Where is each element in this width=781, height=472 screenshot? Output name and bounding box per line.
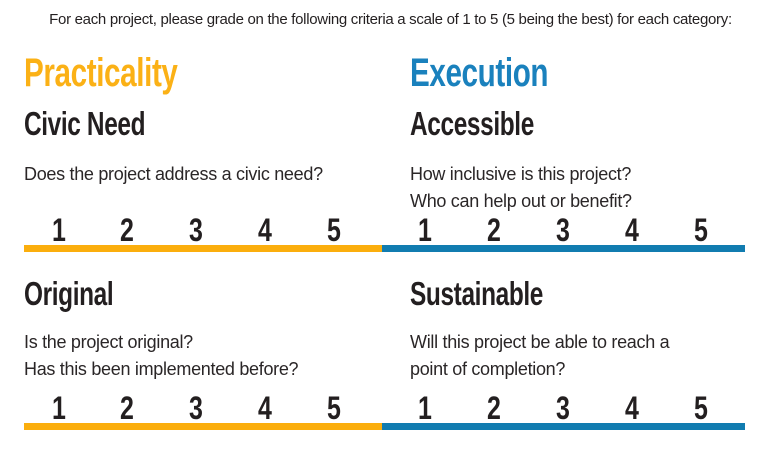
- rating-scale-original: 1 2 3 4 5: [24, 391, 382, 430]
- rating-option-label: 4: [257, 390, 272, 426]
- rating-option-4[interactable]: 4: [597, 390, 666, 426]
- rating-option-4[interactable]: 4: [597, 212, 666, 248]
- rating-option-label: 3: [189, 212, 203, 248]
- group-title-execution: Execution: [382, 52, 745, 94]
- description-line: Does the project address a civic need?: [24, 164, 323, 184]
- rating-option-1[interactable]: 1: [390, 212, 459, 248]
- rating-option-2[interactable]: 2: [93, 390, 162, 426]
- rating-scale-numbers: 1 2 3 4 5: [24, 391, 382, 430]
- group-title-practicality-label: Practicality: [24, 51, 178, 95]
- group-title-practicality: Practicality: [24, 52, 382, 94]
- rating-option-1[interactable]: 1: [390, 390, 459, 426]
- section-description: Is the project original? Has this been i…: [24, 329, 382, 383]
- rating-option-4[interactable]: 4: [230, 390, 299, 426]
- description-line: Is the project original?: [24, 332, 193, 352]
- section-title-label: Sustainable: [410, 275, 544, 312]
- rating-option-label: 3: [555, 390, 570, 426]
- column-execution: Execution Accessible How inclusive is th…: [382, 0, 745, 472]
- section-title-label: Accessible: [410, 105, 534, 142]
- rating-scale-accessible: 1 2 3 4 5: [382, 213, 745, 252]
- section-description: Does the project address a civic need?: [24, 161, 382, 188]
- description-line: Has this been implemented before?: [24, 359, 299, 379]
- group-title-execution-label: Execution: [410, 51, 549, 95]
- description-line: point of completion?: [410, 359, 566, 379]
- rating-option-3[interactable]: 3: [528, 212, 597, 248]
- rating-option-label: 2: [486, 212, 501, 248]
- rating-option-2[interactable]: 2: [459, 390, 528, 426]
- rating-option-2[interactable]: 2: [93, 212, 162, 248]
- description-line: Will this project be able to reach a: [410, 332, 670, 352]
- rating-option-label: 5: [693, 390, 708, 426]
- rating-option-label: 5: [326, 212, 341, 248]
- rating-option-5[interactable]: 5: [299, 212, 368, 248]
- section-title: Civic Need: [24, 107, 382, 141]
- rating-option-label: 2: [486, 390, 501, 426]
- rating-option-label: 3: [555, 212, 570, 248]
- rating-option-label: 2: [120, 212, 135, 248]
- rating-option-3[interactable]: 3: [528, 390, 597, 426]
- rating-option-3[interactable]: 3: [162, 390, 231, 426]
- rating-option-1[interactable]: 1: [24, 390, 93, 426]
- rating-option-label: 4: [624, 212, 639, 248]
- rating-option-label: 5: [693, 212, 708, 248]
- rating-option-label: 1: [417, 390, 432, 426]
- rating-option-5[interactable]: 5: [299, 390, 368, 426]
- rating-option-5[interactable]: 5: [666, 212, 735, 248]
- description-line: How inclusive is this project?: [410, 164, 632, 184]
- section-title-label: Civic Need: [24, 105, 146, 142]
- section-title: Original: [24, 277, 382, 311]
- rating-option-label: 2: [120, 390, 135, 426]
- rating-scale-numbers: 1 2 3 4 5: [382, 391, 745, 430]
- rating-option-1[interactable]: 1: [24, 212, 93, 248]
- rating-scale-numbers: 1 2 3 4 5: [382, 213, 745, 252]
- section-title-label: Original: [24, 275, 114, 312]
- rating-scale-sustainable: 1 2 3 4 5: [382, 391, 745, 430]
- rating-scale-civic-need: 1 2 3 4 5: [24, 213, 382, 252]
- rating-option-label: 5: [326, 390, 341, 426]
- description-line: Who can help out or benefit?: [410, 191, 632, 211]
- instruction-text: For each project, please grade on the fo…: [49, 11, 732, 28]
- rating-scale-numbers: 1 2 3 4 5: [24, 213, 382, 252]
- rating-option-label: 1: [51, 212, 66, 248]
- rating-option-5[interactable]: 5: [666, 390, 735, 426]
- rating-option-label: 4: [257, 212, 272, 248]
- section-description: How inclusive is this project? Who can h…: [382, 161, 745, 215]
- rating-option-2[interactable]: 2: [459, 212, 528, 248]
- rating-option-3[interactable]: 3: [162, 212, 231, 248]
- section-description: Will this project be able to reach a poi…: [382, 329, 745, 383]
- rating-option-4[interactable]: 4: [230, 212, 299, 248]
- rating-option-label: 1: [51, 390, 66, 426]
- column-practicality: Practicality Civic Need Does the project…: [24, 0, 382, 472]
- rating-option-label: 3: [189, 390, 203, 426]
- section-title: Sustainable: [382, 277, 745, 311]
- rating-option-label: 4: [624, 390, 639, 426]
- rating-option-label: 1: [417, 212, 432, 248]
- section-title: Accessible: [382, 107, 745, 141]
